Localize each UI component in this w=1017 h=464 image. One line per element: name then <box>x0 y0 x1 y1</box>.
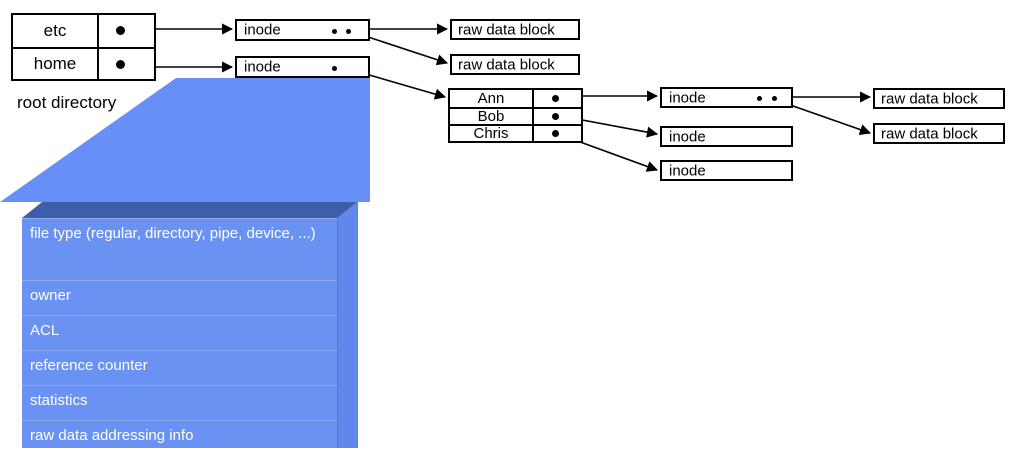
stack-top-face <box>22 202 357 218</box>
dir-entry-name: Ann <box>450 90 534 107</box>
root-directory-caption: root directory <box>17 93 117 112</box>
dir-entry-name: Chris <box>450 125 534 142</box>
inode-label: inode <box>669 162 706 179</box>
inode-pointer-dot <box>757 96 762 101</box>
root-directory-table: etc home <box>11 13 156 81</box>
dir-entry-pointer <box>534 109 581 124</box>
stack-field-label: ACL <box>30 322 60 339</box>
stack-slab-reference-counter: reference counter <box>22 350 337 385</box>
raw-data-block-label: raw data block <box>458 56 555 73</box>
pointer-dot <box>116 26 125 35</box>
raw-data-block-etc-1[interactable]: raw data block <box>450 19 580 40</box>
raw-data-block-etc-2[interactable]: raw data block <box>450 54 580 75</box>
stack-slab-acl: ACL <box>22 315 337 350</box>
table-row[interactable]: home <box>13 47 154 79</box>
pointer-dot <box>116 60 125 69</box>
inode-label: inode <box>244 58 281 76</box>
inode-label: inode <box>244 21 281 39</box>
inode-pointer-dot <box>772 96 777 101</box>
stack-slab-raw-data-addressing: raw data addressing info <box>22 420 337 448</box>
table-row[interactable]: Chris <box>450 124 581 142</box>
inode-box-etc[interactable]: inode <box>235 19 370 41</box>
pointer-dot <box>552 95 559 102</box>
raw-data-block-ann-1[interactable]: raw data block <box>873 88 1005 109</box>
stack-side-file-type <box>337 202 358 280</box>
table-row[interactable]: Ann <box>450 90 581 107</box>
dir-entry-pointer <box>99 49 154 79</box>
dir-entry-pointer <box>99 15 154 47</box>
inode-field-stack: file type (regular, directory, pipe, dev… <box>22 202 358 448</box>
stack-field-label: reference counter <box>30 357 148 374</box>
stack-field-label: file type (regular, directory, pipe, dev… <box>30 225 316 242</box>
inode-label: inode <box>669 128 706 145</box>
inode-pointer-dot <box>346 29 351 34</box>
inode-pointer-dot <box>332 29 337 34</box>
home-directory-table: Ann Bob Chris <box>448 88 583 143</box>
dir-entry-pointer <box>534 90 581 107</box>
dir-entry-name: Bob <box>450 108 534 125</box>
inode-label: inode <box>669 89 706 106</box>
dir-entry-pointer <box>534 126 581 141</box>
inode-pointer-dot <box>332 66 337 71</box>
stack-slab-owner: owner <box>22 280 337 315</box>
dir-entry-name: etc <box>13 15 99 47</box>
raw-data-block-label: raw data block <box>881 90 978 107</box>
table-row[interactable]: etc <box>13 15 154 47</box>
stack-field-label: owner <box>30 287 71 304</box>
stack-field-label: raw data addressing info <box>30 427 194 444</box>
stack-slab-file-type: file type (regular, directory, pipe, dev… <box>22 218 337 280</box>
inode-box-ann[interactable]: inode <box>660 87 793 108</box>
dir-entry-name: home <box>13 49 99 79</box>
raw-data-block-label: raw data block <box>458 21 555 38</box>
stack-slab-statistics: statistics <box>22 385 337 420</box>
inode-box-chris[interactable]: inode <box>660 160 793 181</box>
stack-field-label: statistics <box>30 392 88 409</box>
raw-data-block-label: raw data block <box>881 125 978 142</box>
inode-box-home[interactable]: inode <box>235 56 370 78</box>
pointer-dot <box>552 113 559 120</box>
zoom-callout-wedge <box>0 78 370 202</box>
inode-box-bob[interactable]: inode <box>660 126 793 147</box>
pointer-dot <box>552 130 559 137</box>
table-row[interactable]: Bob <box>450 107 581 125</box>
raw-data-block-ann-2[interactable]: raw data block <box>873 123 1005 144</box>
stack-side-raw-data-addressing <box>337 404 358 448</box>
